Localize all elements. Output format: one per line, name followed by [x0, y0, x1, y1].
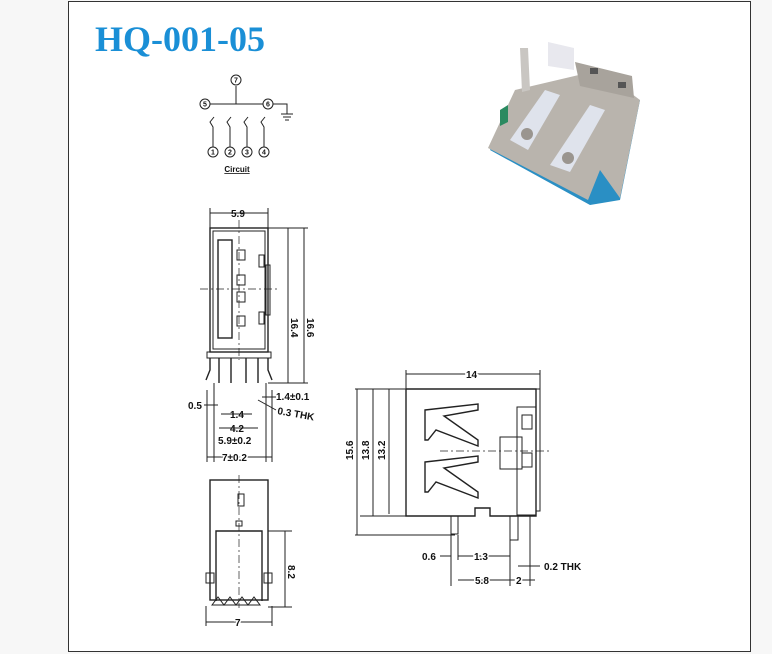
dim-front-height-inner: 16.4 — [288, 318, 299, 338]
dim-front-width: 5.9 — [231, 209, 245, 220]
circuit-node-1: 1 — [207, 146, 219, 158]
circuit-label: Circuit — [224, 165, 250, 174]
circuit-node-2: 2 — [224, 146, 236, 158]
circuit-diagram: 7 5 6 1 2 3 4 Circuit — [199, 74, 293, 174]
dim-side-pin-distance: 5.8 — [475, 576, 489, 587]
dim-side-length: 14 — [466, 370, 478, 381]
dim-pin-span: 4.2 — [230, 424, 244, 435]
dim-side-pin-width: 0.6 — [422, 552, 436, 563]
dim-bottom-height: 8.2 — [285, 565, 296, 579]
dim-side-height-total: 15.6 — [345, 440, 356, 460]
dim-bottom-width: 7 — [235, 618, 241, 629]
side-view: 14 15.6 13.8 13.2 0.6 1.3 0.2 THK 5.8 2 — [345, 369, 582, 589]
svg-text:1: 1 — [211, 150, 215, 157]
switch-contacts — [209, 116, 266, 147]
circuit-node-7: 7 — [230, 74, 242, 86]
dim-total-width: 7±0.2 — [222, 453, 247, 464]
dim-pin-width: 0.5 — [188, 401, 202, 412]
svg-text:6: 6 — [266, 102, 270, 109]
dim-leg-span: 5.9±0.2 — [218, 436, 252, 447]
svg-text:4: 4 — [262, 150, 266, 157]
svg-text:7: 7 — [234, 78, 238, 85]
bottom-view: 8.2 7 — [205, 475, 296, 631]
circuit-node-4: 4 — [258, 146, 270, 158]
circuit-node-3: 3 — [241, 146, 253, 158]
dim-thickness: 0.3 THK — [276, 406, 315, 423]
part-number-title: HQ-001-05 — [95, 19, 265, 59]
circuit-node-6: 6 — [262, 98, 274, 110]
dim-pin-pitch: 1.4 — [230, 410, 244, 421]
dim-side-height-shell: 13.2 — [377, 440, 388, 460]
dim-side-leg-distance: 2 — [516, 576, 522, 587]
front-view: 5.9 16.4 16.6 1.4±0.1 0.5 1.4 0.3 THK 4.… — [188, 208, 316, 466]
svg-text:2: 2 — [228, 150, 232, 157]
svg-text:5: 5 — [203, 102, 207, 109]
product-photo — [488, 42, 640, 205]
dim-pin-pitch-tol: 1.4±0.1 — [276, 392, 310, 403]
front-pins — [205, 358, 273, 383]
dim-side-pin-offset: 1.3 — [474, 552, 488, 563]
svg-text:3: 3 — [245, 150, 249, 157]
dim-side-thickness: 0.2 THK — [544, 562, 582, 573]
circuit-node-5: 5 — [199, 98, 211, 110]
dim-front-height-outer: 16.6 — [304, 318, 315, 338]
dim-side-height-body: 13.8 — [361, 440, 372, 460]
